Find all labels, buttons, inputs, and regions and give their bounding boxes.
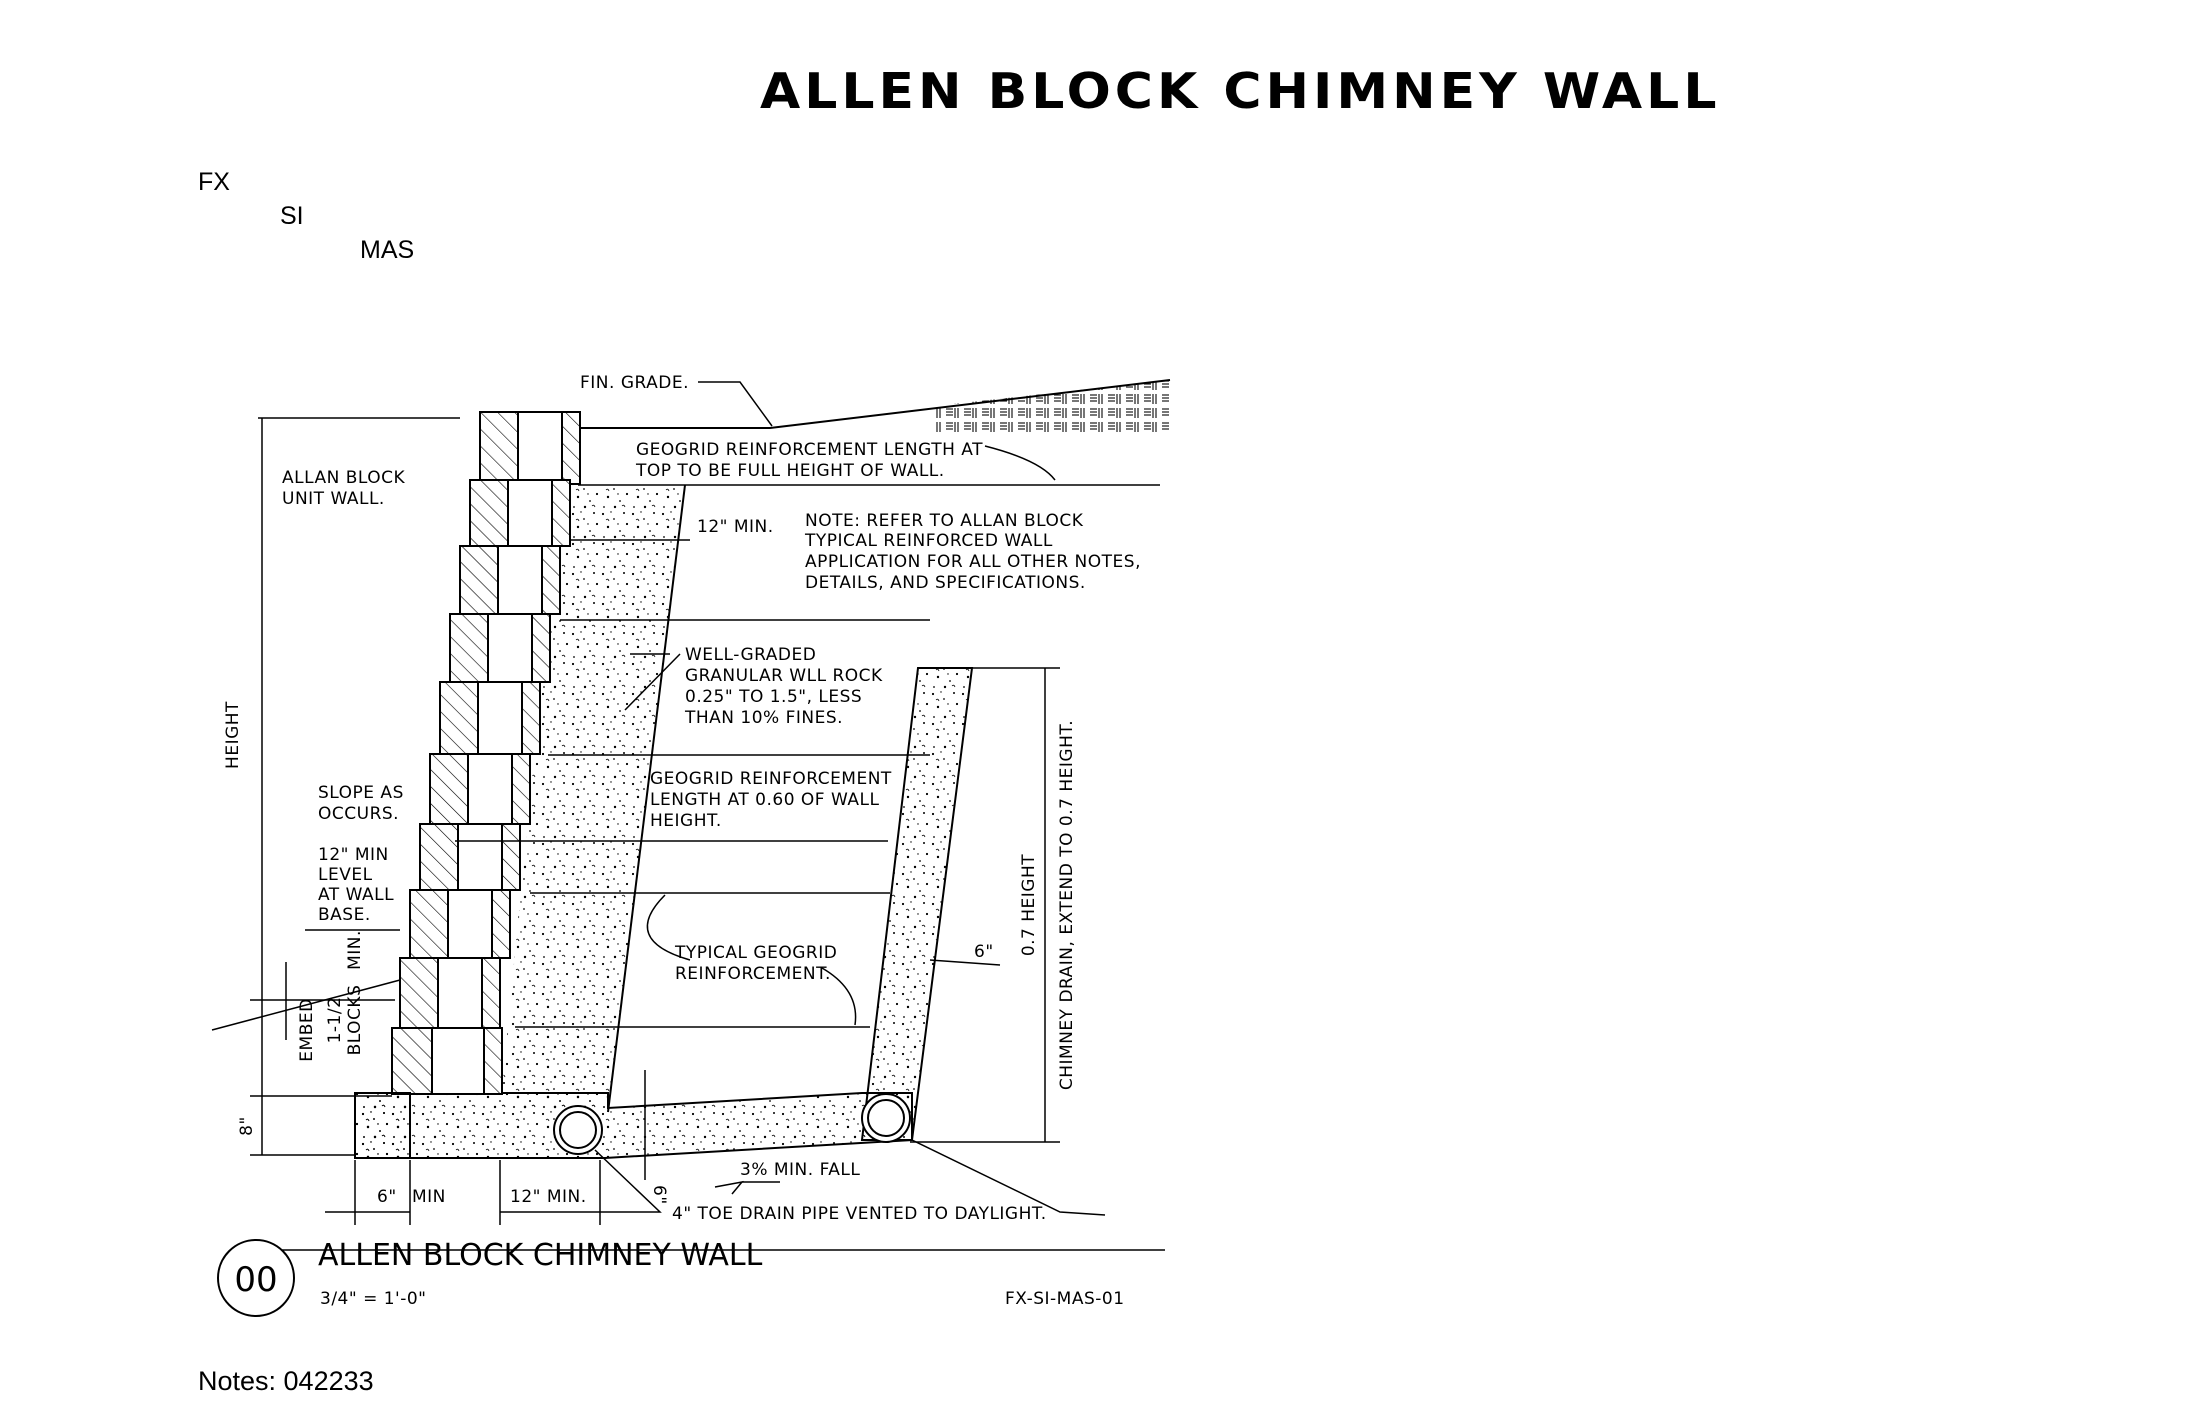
twelve-min-label: 12" MIN. xyxy=(510,1187,587,1207)
eight-in-label: 8" xyxy=(237,1116,257,1136)
geogrid-060-line-1: GEOGRID REINFORCEMENT xyxy=(650,769,892,789)
note-line-4: DETAILS, AND SPECIFICATIONS. xyxy=(805,573,1086,593)
level-label-4: BASE. xyxy=(318,905,371,925)
rock-line-3: 0.25" TO 1.5", LESS xyxy=(685,687,862,707)
detail-title: ALLEN BLOCK CHIMNEY WALL xyxy=(318,1238,763,1273)
detail-ref: FX-SI-MAS-01 xyxy=(1005,1289,1125,1309)
toe-drain-label: 4" TOE DRAIN PIPE VENTED TO DAYLIGHT. xyxy=(672,1204,1047,1224)
level-label-1: 12" MIN xyxy=(318,845,389,865)
embed-label-1: EMBED xyxy=(297,998,317,1061)
leveling-pad xyxy=(354,1092,411,1159)
height-label: HEIGHT xyxy=(223,701,243,769)
chimney-label: CHIMNEY DRAIN, EXTEND TO 0.7 HEIGHT. xyxy=(1057,720,1077,1090)
allan-unit-label-2: UNIT WALL. xyxy=(282,489,385,509)
allan-unit-label-1: ALLAN BLOCK xyxy=(282,468,405,488)
geogrid-top-label-2: TOP TO BE FULL HEIGHT OF WALL. xyxy=(635,461,945,481)
height-dimension xyxy=(211,417,460,1156)
embed-label-3: BLOCKS xyxy=(345,985,365,1056)
detail-scale: 3/4" = 1'-0" xyxy=(320,1289,427,1309)
h07-label: 0.7 HEIGHT xyxy=(1019,854,1039,956)
rock-line-4: THAN 10% FINES. xyxy=(684,708,843,728)
notes: Notes: 042233 xyxy=(198,1366,374,1396)
slope-label-1: SLOPE AS xyxy=(318,783,404,803)
rock-line-1: WELL-GRADED xyxy=(685,645,816,665)
geogrid-060-line-2: LENGTH AT 0.60 OF WALL xyxy=(650,790,879,810)
note-line-1: NOTE: REFER TO ALLAN BLOCK xyxy=(805,511,1084,531)
chimney-drain xyxy=(860,667,974,1141)
leaders xyxy=(230,381,1165,1251)
fall-label: 3% MIN. FALL xyxy=(740,1160,860,1180)
geogrid-top-label-1: GEOGRID REINFORCEMENT LENGTH AT xyxy=(636,440,983,460)
section-code: SI xyxy=(280,202,304,230)
geogrid-060-line-3: HEIGHT. xyxy=(650,811,722,831)
chimney-drain-pipe xyxy=(861,1093,911,1143)
allan-block-stack xyxy=(391,411,581,1095)
typical-geogrid-line-1: TYPICAL GEOGRID xyxy=(674,943,837,963)
drain-base xyxy=(354,1092,913,1159)
six-min-label-a: 6" xyxy=(377,1187,397,1207)
level-label-3: AT WALL xyxy=(318,885,394,905)
six-in-right-label: 6" xyxy=(974,942,994,962)
sheet-title: ALLEN BLOCK CHIMNEY WALL xyxy=(760,63,1721,121)
six-in-drain-label: 6" xyxy=(649,1185,669,1205)
typical-geogrid-line-2: REINFORCEMENT. xyxy=(675,964,831,984)
division-code: MAS xyxy=(360,236,415,264)
detail-number: 00 xyxy=(234,1260,277,1300)
level-label-2: LEVEL xyxy=(318,865,373,885)
min12-top-label: 12" MIN. xyxy=(697,517,774,537)
toe-drain-pipe xyxy=(553,1105,603,1155)
six-min-label-b: MIN xyxy=(412,1187,446,1207)
rock-line-2: GRANULAR WLL ROCK xyxy=(685,666,883,686)
embed-label-4: MIN. xyxy=(345,930,365,970)
discipline-code: FX xyxy=(198,168,230,196)
fin-grade-label: FIN. GRADE. xyxy=(580,373,689,393)
embed-label-2: 1-1/2 xyxy=(325,997,345,1044)
drainage-backfill xyxy=(502,485,685,1112)
geogrid-layers xyxy=(515,619,930,1028)
detail-bubble xyxy=(217,1239,295,1317)
note-line-2: TYPICAL REINFORCED WALL xyxy=(804,531,1053,551)
note-line-3: APPLICATION FOR ALL OTHER NOTES, xyxy=(805,552,1141,572)
slope-label-2: OCCURS. xyxy=(318,804,399,824)
